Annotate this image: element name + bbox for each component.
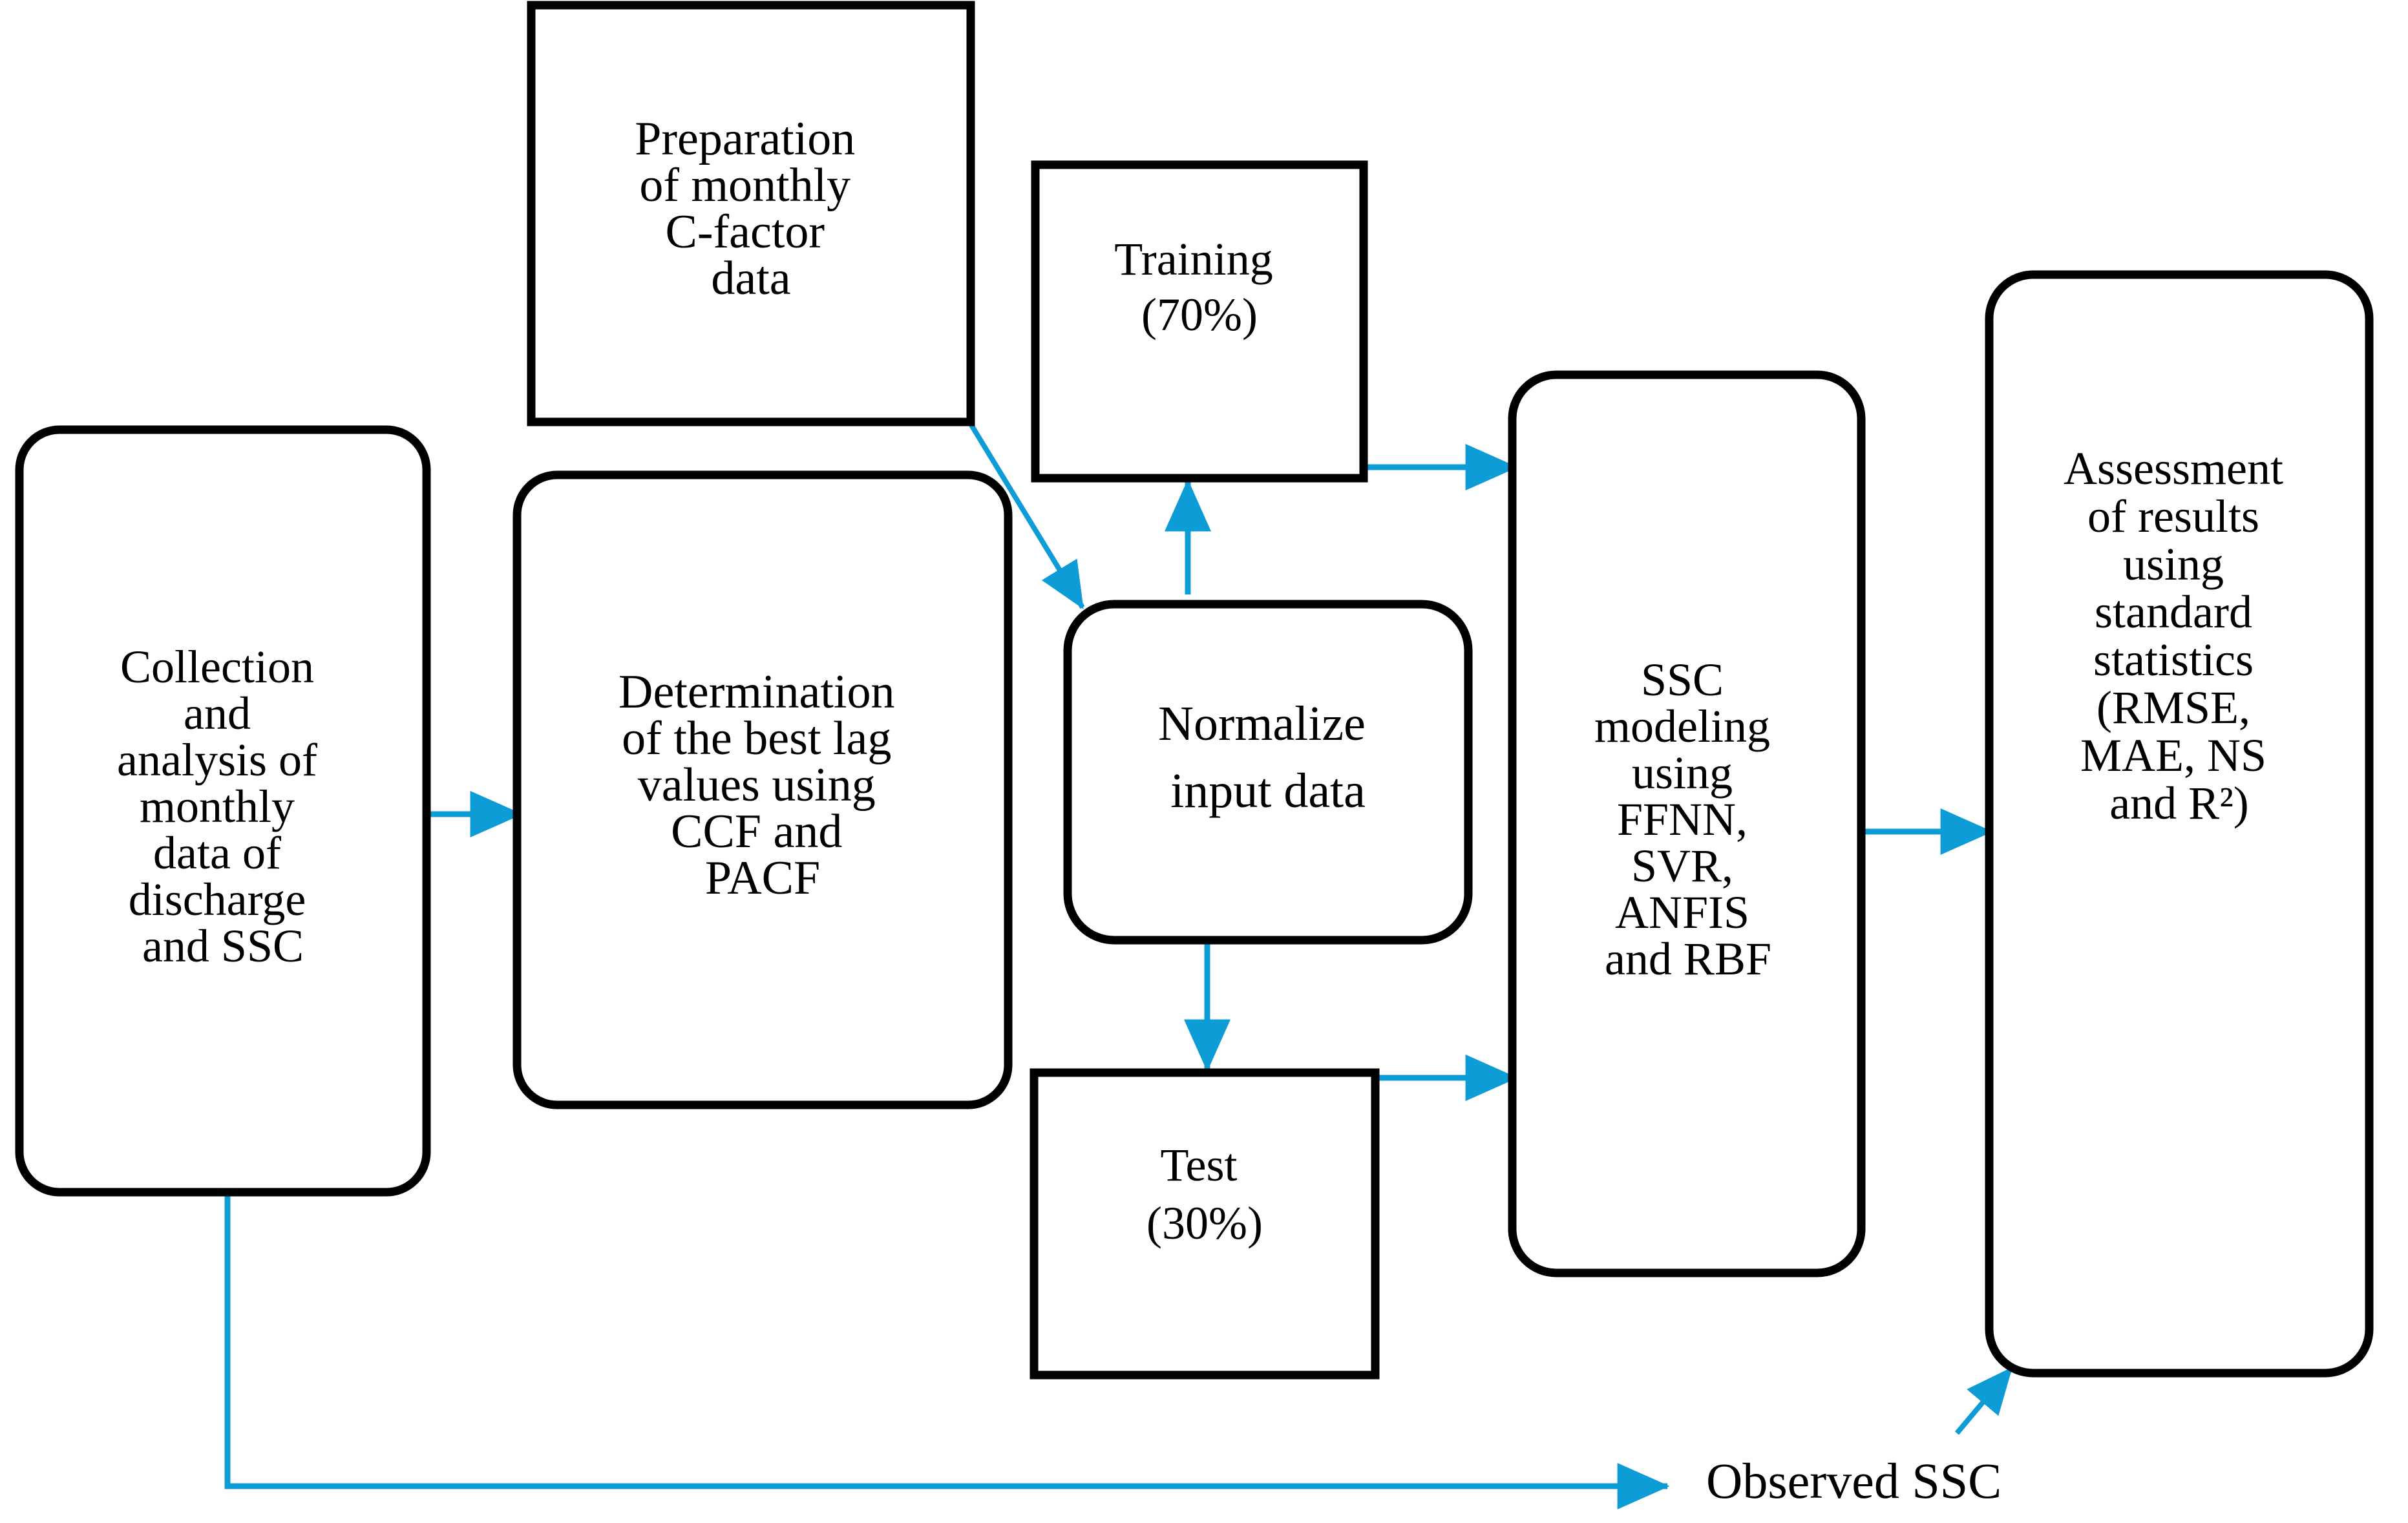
node-modeling-shape[interactable] [1508, 370, 1866, 1277]
edge-collection-to-observed-ssc [224, 1192, 1670, 1509]
edge-observed-ssc-to-assessment [1954, 1367, 2014, 1435]
node-assessment-shape[interactable] [1985, 270, 2374, 1378]
node-training-shape[interactable] [1031, 160, 1368, 483]
node-test-shape[interactable] [1030, 1068, 1380, 1380]
node-training[interactable]: Training (70%) [1031, 160, 1368, 483]
node-collection[interactable]: Collection and analysis of monthly data … [15, 425, 431, 1197]
node-cfactor[interactable]: Preparation of monthly C-factor data [527, 1, 975, 426]
node-determination-shape[interactable] [512, 470, 1013, 1109]
node-cfactor-label: Preparation of monthly C-factor data [635, 112, 867, 305]
edge-cfactor-to-normalize [965, 417, 1085, 609]
node-test-label: Test (30%) [1146, 1139, 1263, 1249]
node-test[interactable]: Test (30%) [1030, 1068, 1380, 1380]
node-collection-shape[interactable] [15, 425, 431, 1197]
observed-ssc-text: Observed SSC [1706, 1453, 2001, 1509]
node-normalize[interactable]: Normalize input data [1063, 600, 1473, 945]
node-cfactor-shape[interactable] [527, 1, 975, 426]
node-modeling[interactable]: SSC modeling using FFNN, SVR, ANFIS and … [1508, 370, 1866, 1277]
node-modeling-label: SSC modeling using FFNN, SVR, ANFIS and … [1594, 654, 1782, 985]
node-normalize-shape[interactable] [1063, 600, 1473, 945]
node-training-label: Training (70%) [1114, 233, 1284, 341]
node-determination[interactable]: Determination of the best lag values usi… [512, 470, 1013, 1109]
node-determination-label: Determination of the best lag values usi… [618, 666, 907, 905]
node-assessment[interactable]: Assessment of results using standard sta… [1985, 270, 2374, 1378]
node-collection-label: Collection and analysis of monthly data … [117, 641, 329, 972]
label-observed-ssc: Observed SSC [1706, 1453, 2001, 1509]
node-normalize-label: Normalize input data [1158, 697, 1378, 818]
node-assessment-label: Assessment of results using standard sta… [2064, 443, 2295, 829]
